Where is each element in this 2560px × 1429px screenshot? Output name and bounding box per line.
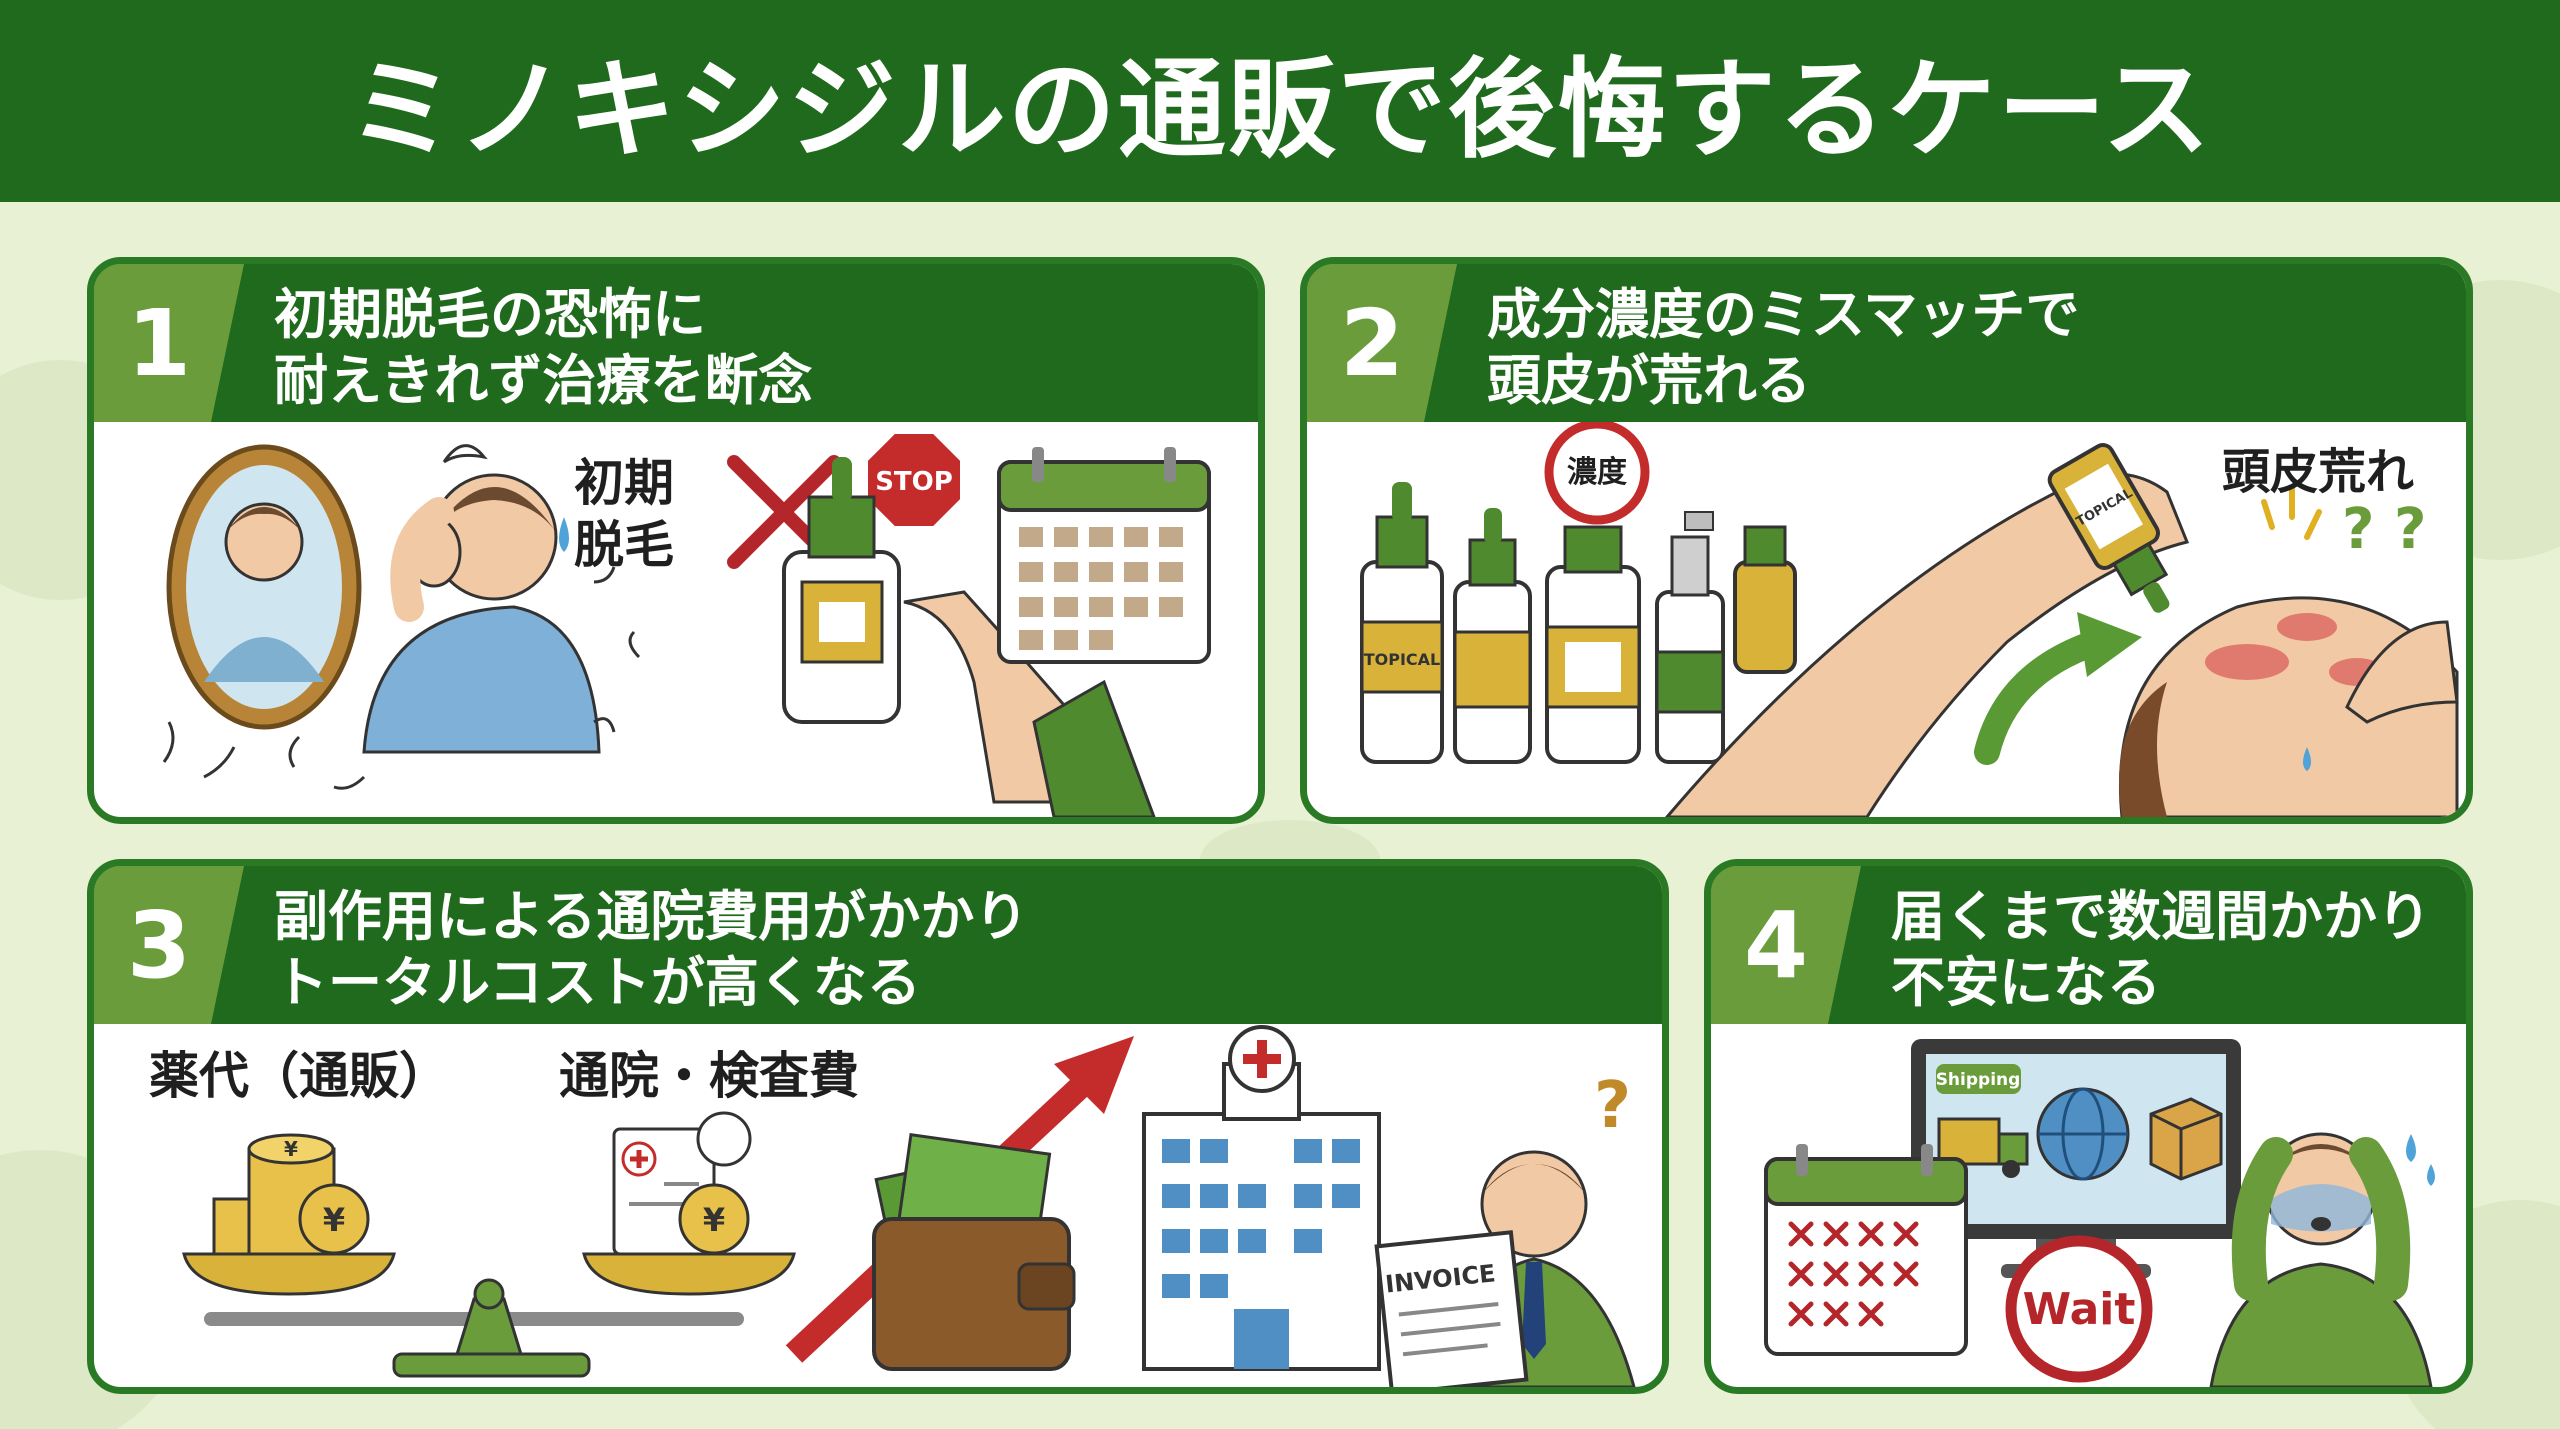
falling-hair-icon — [162, 566, 641, 790]
case-panel-4: 4 届くまで数週間かかり 不安になる Shipping — [1704, 859, 2473, 1394]
truck-icon — [1937, 1117, 2029, 1178]
mirror-icon — [166, 444, 362, 730]
anxious-man-icon — [2209, 1132, 2435, 1387]
scale-icon — [182, 1252, 796, 1378]
irritated-scalp-icon — [2118, 486, 2459, 817]
panel-title-line-1: 届くまで数週間かかり — [1891, 885, 2431, 948]
panel-illustration: STOP — [94, 422, 1258, 817]
dropper-bottle-icon — [782, 457, 1156, 817]
panel-illustration: TOPICAL 濃度 — [1307, 419, 2466, 817]
question-mark: ? — [1594, 1069, 1632, 1143]
concentration-badge-label: 濃度 — [1567, 455, 1627, 490]
arrow-icon — [1974, 612, 2142, 765]
package-icon — [2149, 1097, 2223, 1181]
hair-loss-label-line-2: 脱毛 — [574, 516, 674, 574]
yen-symbol: ¥ — [323, 1201, 345, 1239]
calendar-icon — [1764, 1144, 1968, 1356]
panel-title-line-2: 不安になる — [1891, 951, 2161, 1014]
hospital-cost-label: 通院・検査費 — [559, 1047, 859, 1105]
panel-title: 初期脱毛の恐怖に 耐えきれず治療を断念 — [274, 282, 1238, 414]
hair-loss-label-line-1: 初期 — [574, 454, 674, 512]
wait-label: Wait — [2023, 1284, 2136, 1335]
medicine-cost-label: 薬代（通販） — [149, 1047, 449, 1105]
bottles-icon: TOPICAL — [1360, 482, 1797, 764]
hand-dropper-icon: TOPICAL — [1665, 443, 2190, 817]
panel-header: 1 初期脱毛の恐怖に 耐えきれず治療を断念 — [94, 264, 1258, 422]
panel-header: 4 届くまで数週間かかり 不安になる — [1711, 866, 2466, 1024]
panel-number: 1 — [126, 289, 191, 397]
panel-title: 届くまで数週間かかり 不安になる — [1891, 884, 2446, 1016]
panel-illustration: ¥ ¥ ¥ — [94, 1024, 1662, 1387]
worried-man-icon — [362, 444, 601, 754]
case-panel-1: 1 初期脱毛の恐怖に 耐えきれず治療を断念 — [87, 257, 1265, 824]
wallet-icon — [872, 1133, 1076, 1371]
page-header: ミノキシジルの通販で後悔するケース — [0, 0, 2560, 202]
coin-stack-icon: ¥ ¥ — [212, 1133, 370, 1256]
page-title: ミノキシジルの通販で後悔するケース — [347, 48, 2213, 173]
panel-illustration: Shipping — [1711, 1024, 2466, 1387]
panel-title-line-1: 成分濃度のミスマッチで — [1487, 283, 2080, 346]
wait-sign-icon: Wait — [2005, 1235, 2153, 1383]
calendar-icon — [997, 447, 1211, 664]
medical-document-icon: ¥ — [612, 1111, 752, 1256]
stop-sign-label: STOP — [875, 467, 953, 497]
yen-symbol: ¥ — [284, 1137, 298, 1161]
man-invoice-icon: INVOICE — [1374, 1150, 1636, 1387]
panel-title: 成分濃度のミスマッチで 頭皮が荒れる — [1487, 282, 2446, 414]
concentration-badge: 濃度 — [1544, 419, 1650, 525]
panel-title-line-1: 副作用による通院費用がかかり — [274, 885, 1029, 948]
panel-number: 3 — [126, 891, 191, 999]
panel-title: 副作用による通院費用がかかり トータルコストが高くなる — [274, 884, 1642, 1016]
panel-header: 3 副作用による通院費用がかかり トータルコストが高くなる — [94, 866, 1662, 1024]
hair-loss-label: 初期 脱毛 — [574, 452, 674, 576]
bottle-label: TOPICAL — [1364, 650, 1441, 669]
yen-symbol: ¥ — [703, 1201, 725, 1239]
case-panel-2: 2 成分濃度のミスマッチで 頭皮が荒れる TOPICAL — [1300, 257, 2473, 824]
panel-header: 2 成分濃度のミスマッチで 頭皮が荒れる — [1307, 264, 2466, 422]
question-marks: ? ? — [2342, 497, 2427, 562]
case-panel-3: 3 副作用による通院費用がかかり トータルコストが高くなる ¥ ¥ — [87, 859, 1669, 1394]
panel-title-line-2: 頭皮が荒れる — [1487, 349, 1811, 412]
panel-number: 4 — [1743, 891, 1808, 999]
stop-sign-icon: STOP — [864, 430, 964, 530]
panel-title-line-2: 耐えきれず治療を断念 — [274, 349, 813, 412]
globe-icon — [2036, 1087, 2130, 1181]
shipping-label: Shipping — [1936, 1070, 2021, 1090]
panel-number: 2 — [1339, 289, 1404, 397]
hospital-icon — [1142, 1025, 1381, 1371]
scalp-irritation-label: 頭皮荒れ — [2222, 444, 2415, 500]
panel-title-line-1: 初期脱毛の恐怖に — [274, 283, 706, 346]
panel-title-line-2: トータルコストが高くなる — [274, 951, 921, 1014]
